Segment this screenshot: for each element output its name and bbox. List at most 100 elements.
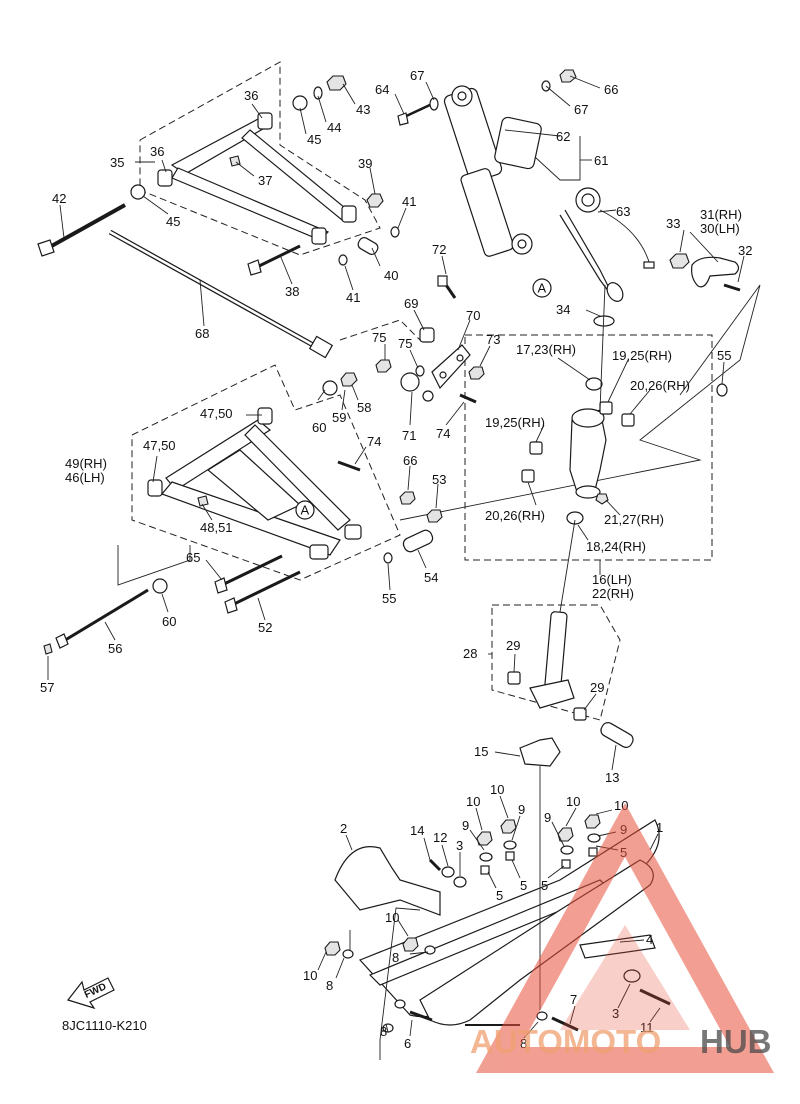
callout-20-26-rh: 20,26(RH) [630, 378, 690, 393]
callout-36: 36 [244, 88, 258, 103]
watermark-brand-a: AUTOMOTO [470, 1023, 661, 1060]
lower-arm [147, 407, 362, 560]
callout-12: 12 [433, 830, 447, 845]
callout-41: 41 [402, 194, 416, 209]
callout-8: 8 [380, 1024, 387, 1039]
group-outline-28 [491, 604, 621, 721]
callout-70: 70 [466, 308, 480, 323]
callout-68: 68 [195, 326, 209, 341]
callout-74: 74 [367, 434, 381, 449]
callout-10: 10 [466, 794, 480, 809]
callout-30-lh: 30(LH) [700, 221, 740, 236]
callout-2: 2 [340, 821, 347, 836]
callout-18-24-rh: 18,24(RH) [586, 539, 646, 554]
callout-56: 56 [108, 641, 122, 656]
callout-19-25-rh: 19,25(RH) [612, 348, 672, 363]
watermark-brand: AUTOMOTO HUB [470, 1023, 772, 1060]
callout-55: 55 [382, 591, 396, 606]
callout-10: 10 [490, 782, 504, 797]
callout-53: 53 [432, 472, 446, 487]
bolt-38 [247, 244, 301, 276]
callout-49-rh: 49(RH) [65, 456, 107, 471]
group-outline-rear-arm [131, 364, 401, 581]
callout-3: 3 [612, 1006, 619, 1021]
callout-5: 5 [520, 878, 527, 893]
callout-75: 75 [372, 330, 386, 345]
callout-65: 65 [186, 550, 200, 565]
callout-13: 13 [605, 770, 619, 785]
rod-68 [108, 229, 334, 359]
callout-39: 39 [358, 156, 372, 171]
callout-73: 73 [486, 332, 500, 347]
callout-34: 34 [556, 302, 570, 317]
fwd-arrow-icon: FWD [66, 977, 115, 1010]
callout-3: 3 [456, 838, 463, 853]
callout-47-50: 47,50 [200, 406, 233, 421]
watermark-brand-b: HUB [700, 1023, 772, 1060]
callout-71: 71 [402, 428, 416, 443]
spindle-housing [521, 377, 728, 525]
callout-67: 67 [410, 68, 424, 83]
callout-58: 58 [357, 400, 371, 415]
callout-61: 61 [594, 153, 608, 168]
callout-21-27-rh: 21,27(RH) [604, 512, 664, 527]
ref-marker-label: A [538, 281, 547, 296]
callout-20-26-rh: 20,26(RH) [485, 508, 545, 523]
leader-56-frame [117, 545, 191, 586]
callout-72: 72 [432, 242, 446, 257]
callout-32: 32 [738, 243, 752, 258]
callout-55: 55 [717, 348, 731, 363]
lever-hardware [593, 253, 741, 327]
callout-33: 33 [666, 216, 680, 231]
callout-22-rh: 22(RH) [592, 586, 634, 601]
callout-8: 8 [520, 1036, 527, 1051]
shock-reservoir [559, 187, 655, 302]
diagram-code: 8JC1110-K210 [62, 1018, 147, 1033]
upper-arm [157, 112, 357, 245]
upper-hardware [130, 69, 577, 266]
callout-9: 9 [544, 810, 551, 825]
callout-16-lh: 16(LH) [592, 572, 632, 587]
callout-labels: 66 67 67 64 43 44 45 36 36 35 37 39 41 4… [40, 68, 752, 1051]
bolt-42 [37, 203, 126, 257]
callout-46-lh: 46(LH) [65, 470, 105, 485]
callout-62: 62 [556, 129, 570, 144]
callout-8: 8 [326, 978, 333, 993]
callout-15: 15 [474, 744, 488, 759]
callout-5: 5 [496, 888, 503, 903]
callout-54: 54 [424, 570, 438, 585]
callout-66: 66 [403, 453, 417, 468]
ski-hardware [324, 814, 671, 1033]
callout-4: 4 [646, 932, 653, 947]
leader-68-dash [339, 319, 421, 341]
callout-29: 29 [506, 638, 520, 653]
lower-arm-hardware [43, 372, 443, 655]
callout-1: 1 [656, 820, 663, 835]
callout-9: 9 [518, 802, 525, 817]
callout-7: 7 [570, 992, 577, 1007]
spindle-link-hardware [375, 275, 485, 404]
callout-63: 63 [616, 204, 630, 219]
callout-47-50: 47,50 [143, 438, 176, 453]
callout-28: 28 [463, 646, 477, 661]
watermark [475, 803, 775, 1073]
callout-31-rh: 31(RH) [700, 207, 742, 222]
callout-60: 60 [162, 614, 176, 629]
ref-marker-a-2: A [295, 500, 315, 520]
callout-10: 10 [566, 794, 580, 809]
callout-59: 59 [332, 410, 346, 425]
callout-67: 67 [574, 102, 588, 117]
ref-marker-a-1: A [532, 278, 552, 298]
callout-60: 60 [312, 420, 326, 435]
callout-5: 5 [541, 878, 548, 893]
callout-11: 11 [640, 1020, 654, 1035]
callout-17-23-rh: 17,23(RH) [516, 342, 576, 357]
callout-10: 10 [385, 910, 399, 925]
callout-38: 38 [285, 284, 299, 299]
shock-absorber [443, 85, 542, 257]
callout-45: 45 [166, 214, 180, 229]
callout-66: 66 [604, 82, 618, 97]
callout-69: 69 [404, 296, 418, 311]
callout-64: 64 [375, 82, 389, 97]
